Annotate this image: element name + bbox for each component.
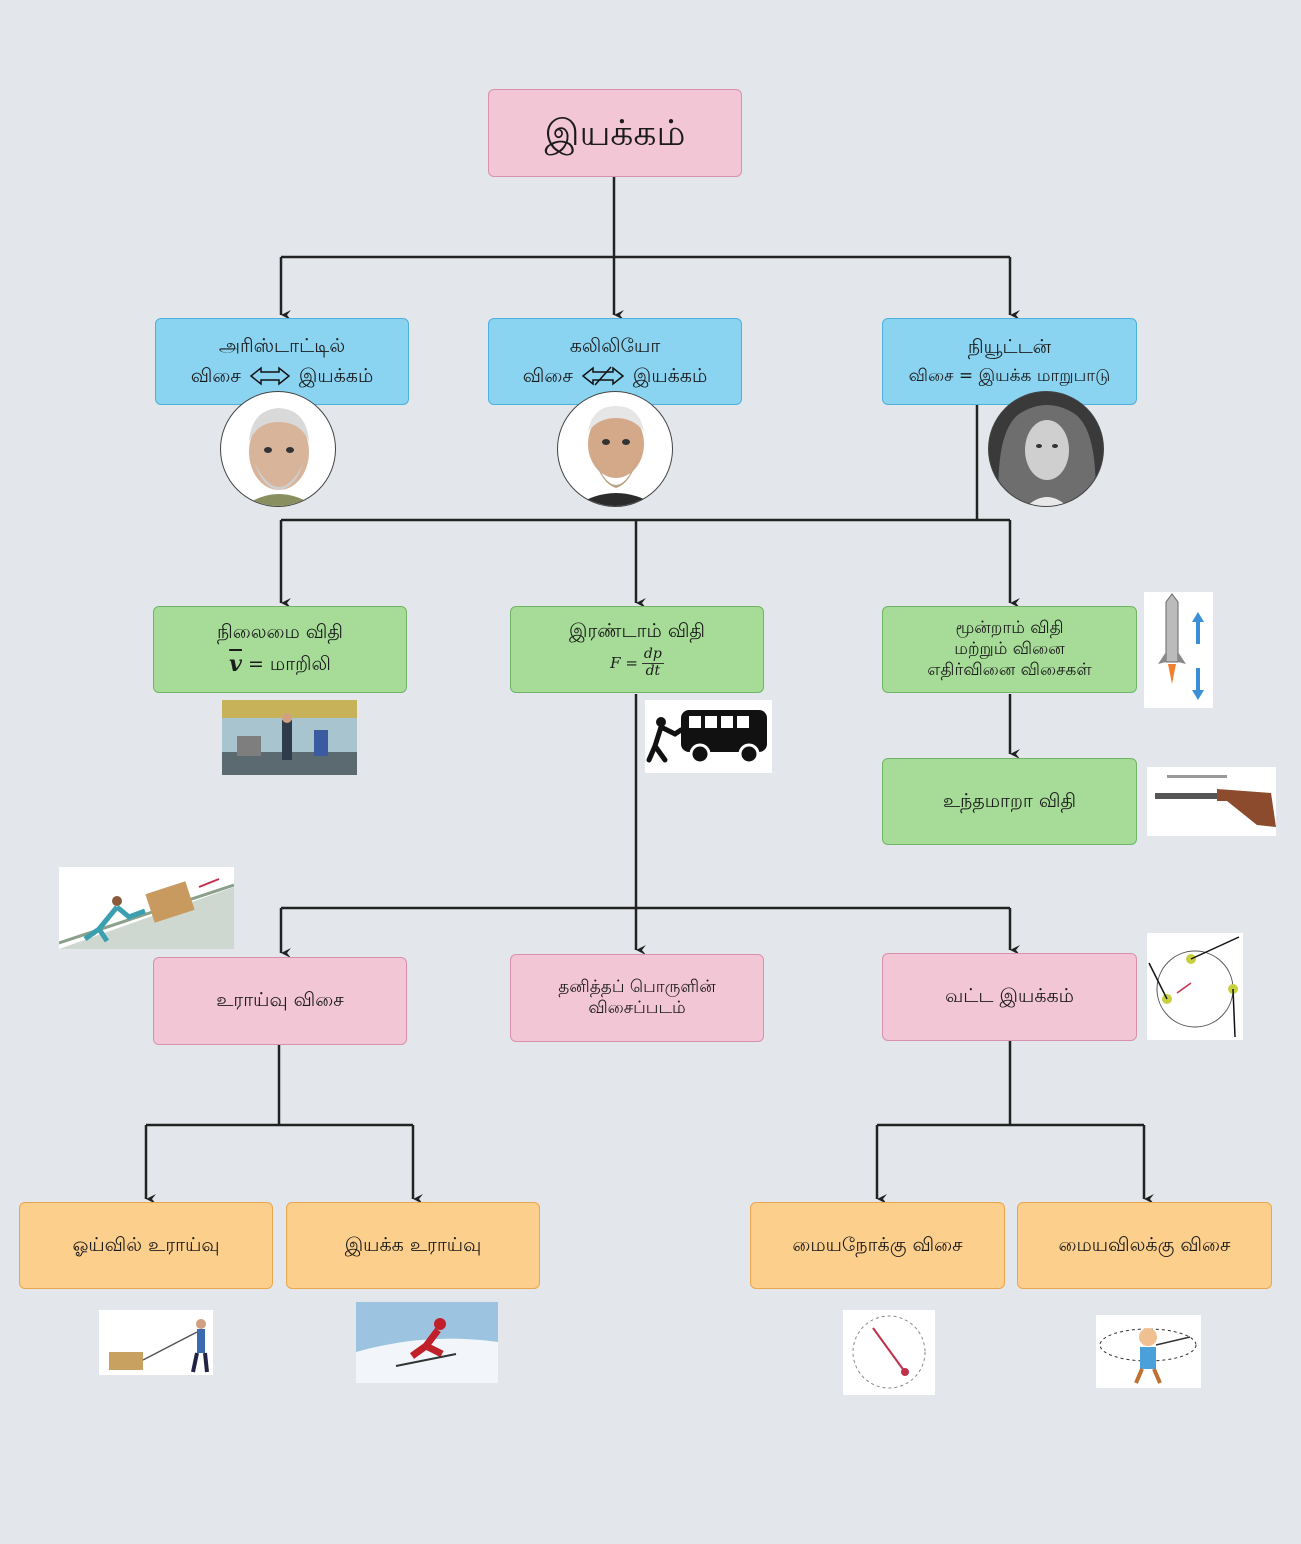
second-law-node: இரண்டாம் விதி F = dp dt (510, 606, 764, 693)
first-law-node: நிலைமை விதி v = மாறிலி (153, 606, 407, 693)
centrifugal-node: மையவிலக்கு விசை (1017, 1202, 1272, 1289)
aristotle-motion-label: இயக்கம் (298, 364, 374, 387)
momentum-derivative: dp dt (641, 646, 664, 679)
friction-title: உராய்வு விசை (216, 989, 344, 1012)
newton-name: நியூட்டன் (967, 336, 1052, 358)
momentum-law-node: உந்தமாறா விதி (882, 758, 1137, 845)
derivative-denominator: dt (645, 662, 661, 679)
kinetic-friction-title: இயக்க உராய்வு (344, 1233, 482, 1256)
rocket-image (1144, 592, 1213, 708)
pushing-bus-icon (645, 700, 772, 773)
centripetal-node: மையநோக்கு விசை (750, 1202, 1005, 1289)
aristotle-name: அரிஸ்டாட்டில் (218, 334, 346, 357)
centripetal-title: மையநோக்கு விசை (792, 1233, 963, 1256)
first-law-formula: = மாறிலி (247, 652, 331, 675)
friction-node: உராய்வு விசை (153, 957, 407, 1045)
derivative-numerator: dp (641, 646, 664, 664)
centripetal-diagram (843, 1310, 935, 1395)
aristotle-node: அரிஸ்டாட்டில் விசை இயக்கம் (155, 318, 409, 405)
third-law-node: மூன்றாம் விதி மற்றும் வினை எதிர்வினை விச… (882, 606, 1137, 693)
centrifugal-title: மையவிலக்கு விசை (1058, 1233, 1231, 1256)
galileo-motion-label: இயக்கம் (632, 364, 708, 387)
skier-image (356, 1302, 498, 1383)
static-friction-title: ஓய்வில் உராய்வு (72, 1233, 220, 1256)
centrifugal-child-image (1096, 1315, 1201, 1388)
third-law-line-1: மூன்றாம் விதி (955, 617, 1064, 638)
gun-recoil-image (1147, 767, 1276, 836)
circular-force-diagram (1147, 933, 1243, 1040)
fbd-line-2: விசைப்படம் (588, 998, 686, 1018)
circular-motion-node: வட்ட இயக்கம் (882, 953, 1137, 1041)
newton-relation: விசை = இயக்க மாறுபாடு (908, 365, 1111, 386)
second-law-title: இரண்டாம் விதி (568, 619, 706, 642)
galileo-portrait (557, 391, 673, 507)
circular-motion-title: வட்ட இயக்கம் (945, 985, 1074, 1008)
bus-passengers-image (222, 700, 357, 775)
aristotle-portrait (220, 391, 336, 507)
newton-node: நியூட்டன் விசை = இயக்க மாறுபாடு (882, 318, 1137, 405)
galileo-node: கலிலியோ விசை இயக்கம் (488, 318, 742, 405)
kinetic-friction-node: இயக்க உராய்வு (286, 1202, 540, 1289)
galileo-name: கலிலியோ (569, 334, 661, 357)
crossed-double-arrow-icon (581, 366, 625, 386)
third-law-line-3: எதிர்வினை விசைகள் (927, 660, 1092, 681)
aristotle-force-label: விசை (190, 364, 241, 387)
root-title: இயக்கம் (544, 112, 686, 154)
force-symbol: F = (610, 654, 638, 672)
momentum-law-title: உந்தமாறா விதி (942, 789, 1077, 812)
third-law-line-2: மற்றும் வினை (954, 638, 1065, 659)
fbd-node: தனித்தப் பொருளின் விசைப்படம் (510, 954, 764, 1042)
galileo-force-label: விசை (522, 364, 573, 387)
first-law-title: நிலைமை விதி (217, 620, 343, 643)
velocity-symbol: v (229, 650, 242, 677)
double-arrow-icon (249, 366, 291, 386)
box-pull-image (99, 1310, 213, 1375)
fbd-line-1: தனித்தப் பொருளின் (558, 976, 716, 997)
root-node: இயக்கம் (488, 89, 742, 177)
newton-portrait (988, 391, 1104, 507)
incline-push-image (59, 867, 234, 949)
static-friction-node: ஓய்வில் உராய்வு (19, 1202, 273, 1289)
